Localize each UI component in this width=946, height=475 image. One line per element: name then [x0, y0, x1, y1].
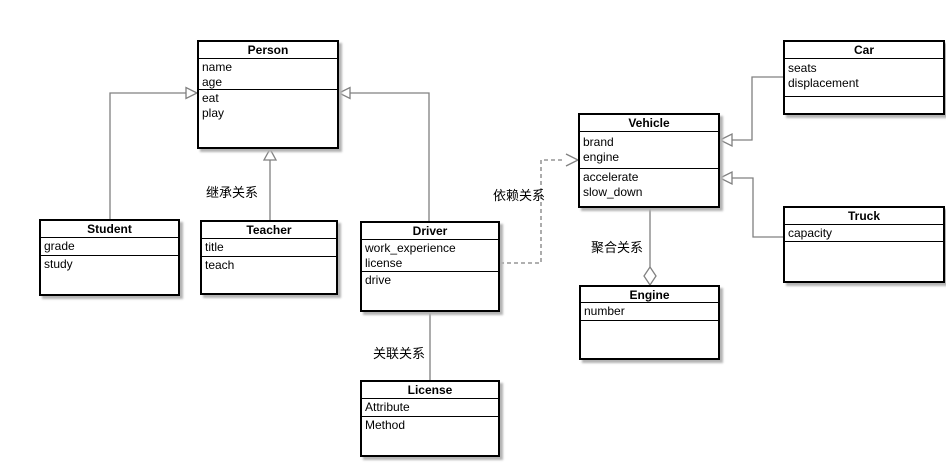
class-driver-methods: drive [362, 272, 498, 310]
class-driver-attributes: work_experience license [362, 240, 498, 272]
class-person[interactable]: Person name age eat play [197, 40, 339, 149]
class-driver[interactable]: Driver work_experience license drive [360, 221, 500, 312]
connector-vehicle-engine-aggregation[interactable] [643, 208, 657, 287]
class-truck[interactable]: Truck capacity [783, 206, 945, 283]
method: teach [205, 258, 235, 272]
class-student-title: Student [41, 221, 178, 238]
class-car-methods [785, 97, 943, 113]
method: eat [202, 91, 219, 105]
method: play [202, 106, 225, 120]
class-vehicle-methods: accelerate slow_down [580, 169, 718, 206]
attribute: grade [44, 239, 75, 253]
class-engine-attributes: number [581, 303, 718, 321]
connector-truck-vehicle-inheritance[interactable] [718, 170, 783, 238]
method: drive [365, 273, 392, 287]
edge-line [732, 177, 783, 238]
method: Method [365, 418, 406, 432]
label-dependency: 依赖关系 [493, 188, 546, 203]
method: slow_down [583, 185, 643, 199]
class-car[interactable]: Car seats displacement [783, 40, 945, 115]
attribute: capacity [788, 226, 833, 240]
attribute: engine [583, 150, 620, 164]
class-car-title: Car [785, 42, 943, 59]
hollow-triangle-arrow-icon [262, 147, 278, 161]
open-arrow-icon [565, 153, 580, 167]
class-student[interactable]: Student grade study [39, 219, 180, 296]
class-student-attributes: grade [41, 238, 178, 256]
class-person-methods: eat play [199, 90, 337, 147]
class-engine[interactable]: Engine number [579, 285, 720, 360]
edge-line [350, 92, 430, 221]
attribute: number [584, 304, 625, 318]
hollow-triangle-arrow-icon [337, 86, 351, 100]
connector-student-person-inheritance[interactable] [109, 86, 199, 220]
class-truck-attributes: capacity [785, 225, 943, 242]
class-engine-methods [581, 321, 718, 358]
class-teacher-methods: teach [202, 257, 336, 293]
edge-line [109, 92, 186, 219]
attribute: displacement [788, 76, 859, 90]
attribute: title [205, 240, 224, 254]
class-engine-title: Engine [581, 287, 718, 303]
hollow-triangle-arrow-icon [718, 170, 733, 186]
connector-driver-vehicle-dependency[interactable] [500, 153, 580, 264]
label-association: 关联关系 [373, 346, 426, 361]
class-license-attributes: Attribute [362, 399, 498, 417]
attribute: age [202, 75, 223, 89]
class-license-methods: Method [362, 417, 498, 455]
class-vehicle[interactable]: Vehicle brand engine accelerate slow_dow… [578, 113, 720, 208]
class-truck-title: Truck [785, 208, 943, 225]
attribute: license [365, 256, 403, 270]
class-license[interactable]: License Attribute Method [360, 380, 500, 457]
class-truck-methods [785, 242, 943, 281]
attribute: seats [788, 61, 817, 75]
class-vehicle-title: Vehicle [580, 115, 718, 132]
class-person-attributes: name age [199, 59, 337, 90]
method: accelerate [583, 170, 639, 184]
attribute: Attribute [365, 400, 410, 414]
attribute: brand [583, 135, 614, 149]
method: study [44, 257, 73, 271]
attribute: name [202, 60, 233, 74]
class-teacher-title: Teacher [202, 222, 336, 239]
hollow-triangle-arrow-icon [718, 132, 733, 148]
attribute: work_experience [365, 241, 456, 255]
class-person-title: Person [199, 42, 337, 59]
label-inheritance: 继承关系 [206, 185, 259, 200]
hollow-triangle-arrow-icon [185, 86, 199, 100]
class-teacher[interactable]: Teacher title teach [200, 220, 338, 295]
class-vehicle-attributes: brand engine [580, 132, 718, 169]
class-student-methods: study [41, 256, 178, 294]
label-aggregation: 聚合关系 [591, 240, 644, 255]
connector-driver-person-inheritance[interactable] [337, 86, 430, 222]
edge-line [732, 76, 783, 141]
class-car-attributes: seats displacement [785, 59, 943, 97]
class-teacher-attributes: title [202, 239, 336, 257]
connector-car-vehicle-inheritance[interactable] [718, 76, 783, 148]
class-license-title: License [362, 382, 498, 399]
edge-dashed-line [500, 159, 564, 264]
connector-teacher-person-inheritance[interactable] [262, 147, 278, 220]
hollow-diamond-icon [643, 265, 657, 287]
class-driver-title: Driver [362, 223, 498, 240]
